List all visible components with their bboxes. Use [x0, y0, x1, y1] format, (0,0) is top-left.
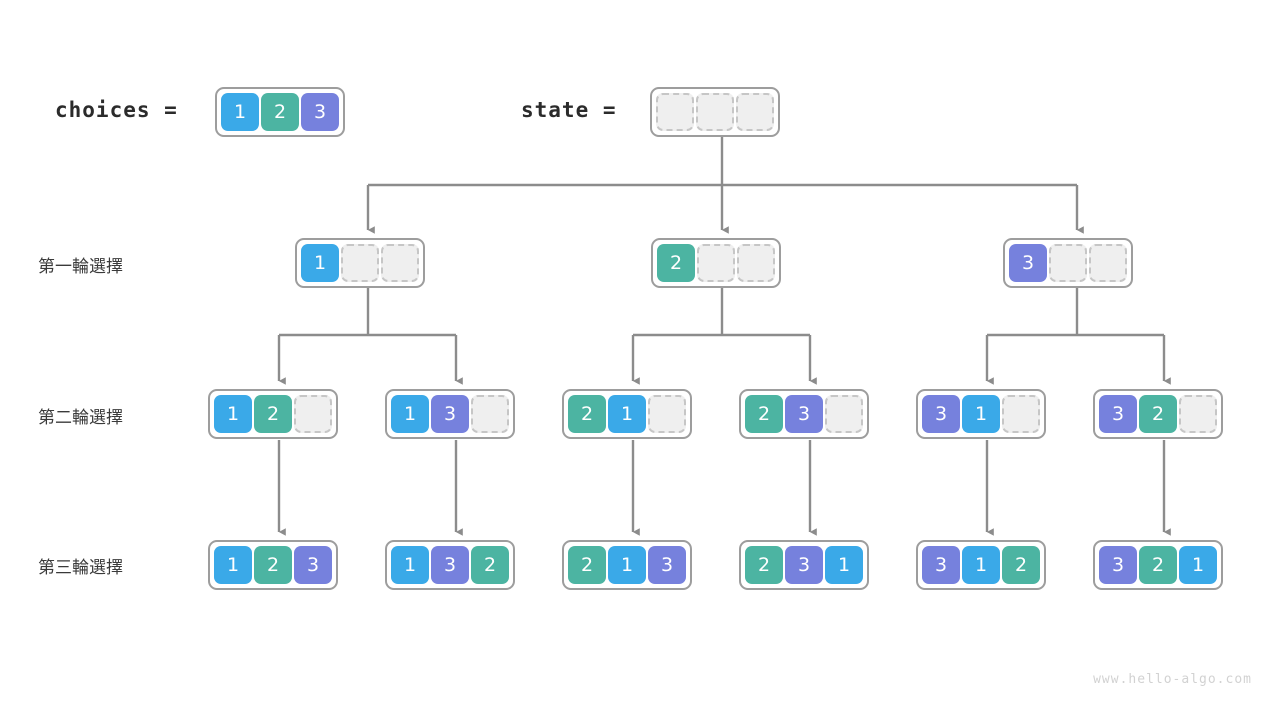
- node-r2-n6-cell: [1179, 395, 1217, 433]
- node-r2-n5-cell: 1: [962, 395, 1000, 433]
- node-array-r1-n2: 2: [651, 238, 781, 288]
- node-r2-n1-cell: 2: [254, 395, 292, 433]
- choices-cell: 2: [261, 93, 299, 131]
- node-r3-n6-cell: 1: [1179, 546, 1217, 584]
- node-r1-n1-cell: [381, 244, 419, 282]
- node-r2-n3-cell: 2: [568, 395, 606, 433]
- row-label-3: 第三輪選擇: [38, 558, 123, 578]
- node-r1-n1-cell: [341, 244, 379, 282]
- choices-label: choices =: [55, 98, 178, 122]
- node-r2-n2-cell: 3: [431, 395, 469, 433]
- node-r3-n1-cell: 2: [254, 546, 292, 584]
- node-r3-n3-cell: 2: [568, 546, 606, 584]
- node-r1-n2-cell: [697, 244, 735, 282]
- node-r3-n5-cell: 3: [922, 546, 960, 584]
- node-r3-n4-cell: 3: [785, 546, 823, 584]
- row-label-1: 第一輪選擇: [38, 257, 123, 277]
- node-r2-n5-cell: 3: [922, 395, 960, 433]
- node-r3-n2-cell: 2: [471, 546, 509, 584]
- node-r1-n2-cell: 2: [657, 244, 695, 282]
- node-r3-n5-cell: 2: [1002, 546, 1040, 584]
- state-cell: [736, 93, 774, 131]
- node-r2-n1-cell: 1: [214, 395, 252, 433]
- node-r2-n1-cell: [294, 395, 332, 433]
- node-r3-n5-cell: 1: [962, 546, 1000, 584]
- node-r2-n6-cell: 3: [1099, 395, 1137, 433]
- watermark: www.hello-algo.com: [1093, 672, 1252, 687]
- state-label: state =: [521, 98, 617, 122]
- node-array-r1-n1: 1: [295, 238, 425, 288]
- state-array: [650, 87, 780, 137]
- node-r1-n3-cell: [1089, 244, 1127, 282]
- node-r3-n3-cell: 3: [648, 546, 686, 584]
- node-r2-n5-cell: [1002, 395, 1040, 433]
- node-r1-n2-cell: [737, 244, 775, 282]
- node-r1-n1-cell: 1: [301, 244, 339, 282]
- node-r3-n6-cell: 2: [1139, 546, 1177, 584]
- node-r3-n4-cell: 2: [745, 546, 783, 584]
- node-r2-n3-cell: [648, 395, 686, 433]
- state-cell: [696, 93, 734, 131]
- choices-cell: 1: [221, 93, 259, 131]
- node-r2-n2-cell: [471, 395, 509, 433]
- node-r3-n4-cell: 1: [825, 546, 863, 584]
- node-r2-n6-cell: 2: [1139, 395, 1177, 433]
- node-r2-n2-cell: 1: [391, 395, 429, 433]
- node-r1-n3-cell: [1049, 244, 1087, 282]
- node-r3-n1-cell: 1: [214, 546, 252, 584]
- node-r3-n1-cell: 3: [294, 546, 332, 584]
- choices-cell: 3: [301, 93, 339, 131]
- node-r2-n4-cell: 3: [785, 395, 823, 433]
- node-r2-n3-cell: 1: [608, 395, 646, 433]
- row-label-2: 第二輪選擇: [38, 408, 123, 428]
- node-r1-n3-cell: 3: [1009, 244, 1047, 282]
- node-r3-n6-cell: 3: [1099, 546, 1137, 584]
- state-cell: [656, 93, 694, 131]
- node-r3-n2-cell: 3: [431, 546, 469, 584]
- node-array-r1-n3: 3: [1003, 238, 1133, 288]
- node-r2-n4-cell: [825, 395, 863, 433]
- node-r2-n4-cell: 2: [745, 395, 783, 433]
- node-r3-n2-cell: 1: [391, 546, 429, 584]
- node-r3-n3-cell: 1: [608, 546, 646, 584]
